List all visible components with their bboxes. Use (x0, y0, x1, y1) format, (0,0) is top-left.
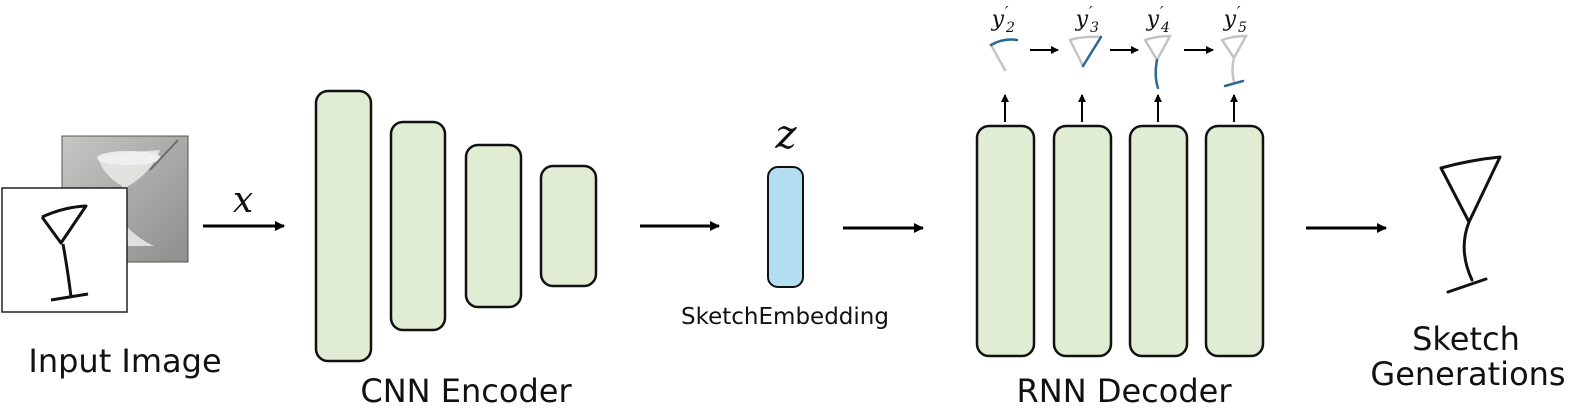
cnn-layer-4 (539, 164, 598, 288)
stroke-step-1 (989, 38, 1019, 72)
cnn-layer-3 (464, 143, 523, 309)
rnn-cell-3 (1128, 124, 1189, 358)
rnn-decoder-label: RNN Decoder (1017, 372, 1233, 410)
svg-text:3: 3 (1090, 20, 1099, 36)
cnn-layer-2 (389, 120, 447, 332)
stroke-step-2 (1068, 35, 1103, 68)
output-sketch (1439, 155, 1502, 294)
rnn-cell-1 (975, 124, 1036, 358)
rnn-decoder (975, 124, 1265, 358)
z-symbol: z (774, 112, 797, 158)
sketch-generations-label-line1: Sketch (1412, 320, 1520, 358)
svg-text:y: y (1146, 7, 1160, 32)
sketch-generations-label-line2: Generations (1370, 355, 1565, 393)
stroke-step-3 (1143, 34, 1173, 90)
rnn-cell-4 (1204, 124, 1265, 358)
svg-text:y: y (1075, 7, 1089, 32)
cnn-encoder-label: CNN Encoder (360, 372, 572, 410)
sketch-embedding-label: SketchEmbedding (681, 304, 889, 330)
cnn-layer-1 (314, 89, 373, 363)
svg-text:′: ′ (1160, 3, 1164, 21)
cnn-encoder (314, 89, 598, 363)
rnn-cell-2 (1052, 124, 1113, 358)
svg-text:5: 5 (1238, 20, 1247, 36)
output-label-y2: y ′ 2 (991, 3, 1015, 36)
input-sketch (1, 187, 128, 313)
output-label-y4: y ′ 4 (1146, 3, 1170, 36)
stroke-step-4 (1220, 34, 1249, 88)
svg-text:y: y (991, 7, 1005, 32)
svg-text:′: ′ (1089, 3, 1093, 21)
svg-text:4: 4 (1160, 20, 1170, 36)
input-image-label: Input Image (28, 342, 221, 380)
svg-text:′: ′ (1237, 3, 1241, 21)
sketch-embedding-vector (767, 166, 804, 288)
x-symbol: x (233, 180, 253, 221)
output-label-y5: y ′ 5 (1223, 3, 1247, 36)
svg-text:y: y (1223, 7, 1237, 32)
svg-text:′: ′ (1005, 3, 1009, 21)
svg-text:2: 2 (1005, 20, 1015, 36)
output-label-y3: y ′ 3 (1075, 3, 1099, 36)
